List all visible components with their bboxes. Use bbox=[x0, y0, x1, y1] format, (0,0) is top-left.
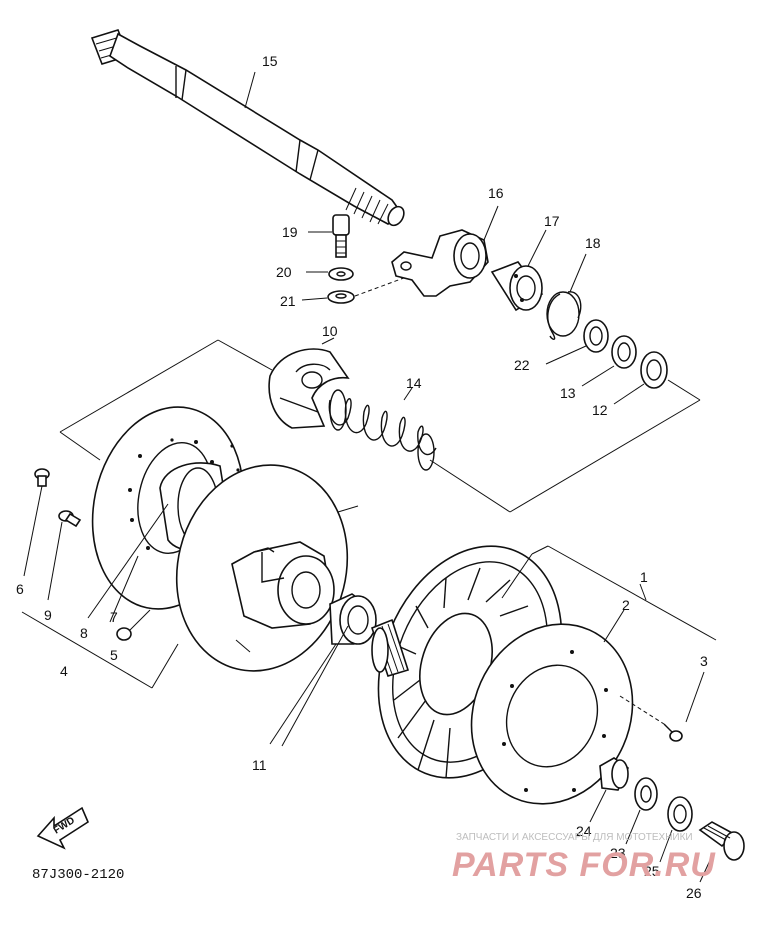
callout-20: 20 bbox=[276, 264, 292, 280]
callout-19: 19 bbox=[282, 224, 298, 240]
bearing-part-11 bbox=[269, 593, 377, 747]
callout-21: 21 bbox=[280, 293, 296, 309]
callout-5: 5 bbox=[110, 647, 118, 663]
washer-part-13 bbox=[581, 335, 637, 387]
callout-17: 17 bbox=[544, 213, 560, 229]
screw-part-6 bbox=[23, 468, 50, 577]
washer-part-23 bbox=[625, 777, 658, 845]
bolt-part-26 bbox=[698, 821, 745, 883]
spring-part-14 bbox=[328, 387, 437, 471]
callout-1: 1 bbox=[640, 569, 648, 585]
washer-part-20 bbox=[306, 267, 354, 281]
washer-part-12 bbox=[613, 351, 668, 405]
callout-6: 6 bbox=[16, 581, 24, 597]
callout-10: 10 bbox=[322, 323, 338, 339]
callout-7: 7 bbox=[110, 609, 118, 625]
callout-8: 8 bbox=[80, 625, 88, 641]
fwd-arrow-icon: FWD bbox=[36, 806, 90, 850]
cam-part-10 bbox=[268, 337, 350, 429]
spacer-part-24 bbox=[589, 757, 630, 823]
callout-12: 12 bbox=[592, 402, 608, 418]
callout-26: 26 bbox=[686, 885, 702, 901]
pin-part-5 bbox=[116, 609, 151, 641]
callout-22: 22 bbox=[514, 357, 530, 373]
bolt-part-19 bbox=[308, 214, 350, 258]
watermark-logo: PARTS FOR.RU bbox=[452, 846, 716, 884]
callout-23: 23 bbox=[610, 845, 626, 861]
callout-14: 14 bbox=[406, 375, 422, 391]
washer-part-22 bbox=[545, 319, 609, 365]
screw-part-9 bbox=[47, 510, 82, 601]
diagram-code: 87J300-2120 bbox=[32, 867, 124, 883]
callout-18: 18 bbox=[585, 235, 601, 251]
callout-4: 4 bbox=[60, 663, 68, 679]
watermark-tagline: ЗАПЧАСТИ И АКСЕССУАРЫ ДЛЯ МОТОТЕХНИКИ bbox=[456, 832, 693, 843]
bearing-holder-part-16 bbox=[391, 205, 499, 297]
callout-2: 2 bbox=[622, 597, 630, 613]
callout-9: 9 bbox=[44, 607, 52, 623]
callout-11: 11 bbox=[252, 757, 267, 773]
callout-15: 15 bbox=[262, 53, 278, 69]
callout-16: 16 bbox=[488, 185, 504, 201]
callout-25: 25 bbox=[644, 863, 660, 879]
fixed-sheave-disc bbox=[175, 464, 359, 672]
bearing-part-17 bbox=[490, 229, 547, 312]
callout-3: 3 bbox=[700, 653, 708, 669]
washer-part-25 bbox=[659, 796, 693, 863]
circlip-part-18 bbox=[546, 253, 587, 340]
drive-shaft-part-15 bbox=[90, 29, 405, 227]
callout-13: 13 bbox=[560, 385, 576, 401]
screw-part-3 bbox=[663, 671, 705, 742]
callout-24: 24 bbox=[576, 823, 592, 839]
face-plate-part-2 bbox=[470, 609, 634, 805]
